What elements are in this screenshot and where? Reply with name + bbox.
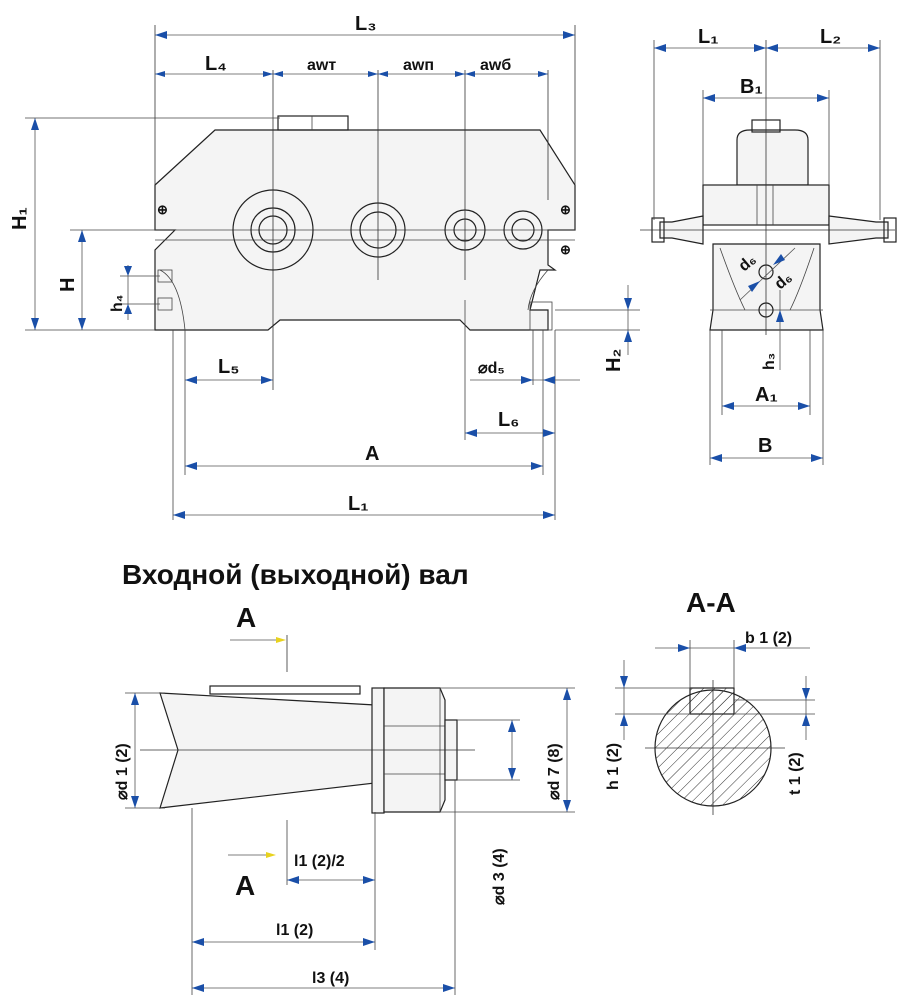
label-B1: B₁ <box>740 76 763 98</box>
label-L1-side: L₁ <box>698 26 719 48</box>
label-L4: L₄ <box>205 53 227 75</box>
label-d3: ⌀d 3 (4) <box>491 848 508 905</box>
label-b1: b 1 (2) <box>745 630 792 647</box>
label-A: A <box>365 443 379 465</box>
label-d6-a: d₆ <box>736 251 760 275</box>
cut-label-top: A <box>236 602 256 633</box>
section-title-aa: A-A <box>686 587 736 618</box>
label-A1: A₁ <box>755 384 778 406</box>
label-L1-main: L₁ <box>348 493 369 515</box>
section-view: A-A b 1 (2) h 1 (2) t 1 (2) <box>605 587 815 815</box>
section-title: Входной (выходной) вал <box>122 559 469 590</box>
side-view: L₁ L₂ B₁ d₆ d₆ h₃ A₁ B <box>640 26 897 465</box>
label-d7: ⌀d 7 (8) <box>546 743 563 800</box>
label-l1-half: l1 (2)/2 <box>294 853 345 870</box>
label-L6: L₆ <box>498 409 519 431</box>
label-h1: h 1 (2) <box>605 743 622 790</box>
label-d1: ⌀d 1 (2) <box>114 743 131 800</box>
label-awb: aᴡб <box>480 57 511 74</box>
label-H1: H₁ <box>9 207 31 230</box>
label-L5: L₅ <box>218 356 239 378</box>
cut-label-bottom: A <box>235 870 255 901</box>
svg-text:⊕: ⊕ <box>560 202 571 217</box>
label-H: H <box>57 278 79 292</box>
label-L3: L₃ <box>355 13 376 35</box>
svg-text:⊕: ⊕ <box>157 202 168 217</box>
label-h3: h₃ <box>761 353 778 370</box>
label-L2: L₂ <box>820 26 841 48</box>
label-t1: t 1 (2) <box>787 752 804 795</box>
main-view: ⊕ ⊕ ⊕ L₃ L₄ aᴡᴛ aᴡп aᴡб H₁ <box>9 13 640 520</box>
label-d6-b: d₆ <box>772 269 796 293</box>
label-l1: l1 (2) <box>276 922 313 939</box>
svg-text:⊕: ⊕ <box>560 242 571 257</box>
label-d5: ⌀d₅ <box>478 360 505 377</box>
shaft-view: A A ⌀d 1 (2) ⌀d 7 (8) ⌀d 3 (4) l1 (2)/2 <box>114 602 575 995</box>
label-awp: aᴡп <box>403 57 434 74</box>
label-h4: h₄ <box>109 295 126 312</box>
label-l3: l3 (4) <box>312 970 349 987</box>
label-awt: aᴡᴛ <box>307 57 336 74</box>
label-H2: H₂ <box>603 349 625 372</box>
label-B: B <box>758 435 772 457</box>
